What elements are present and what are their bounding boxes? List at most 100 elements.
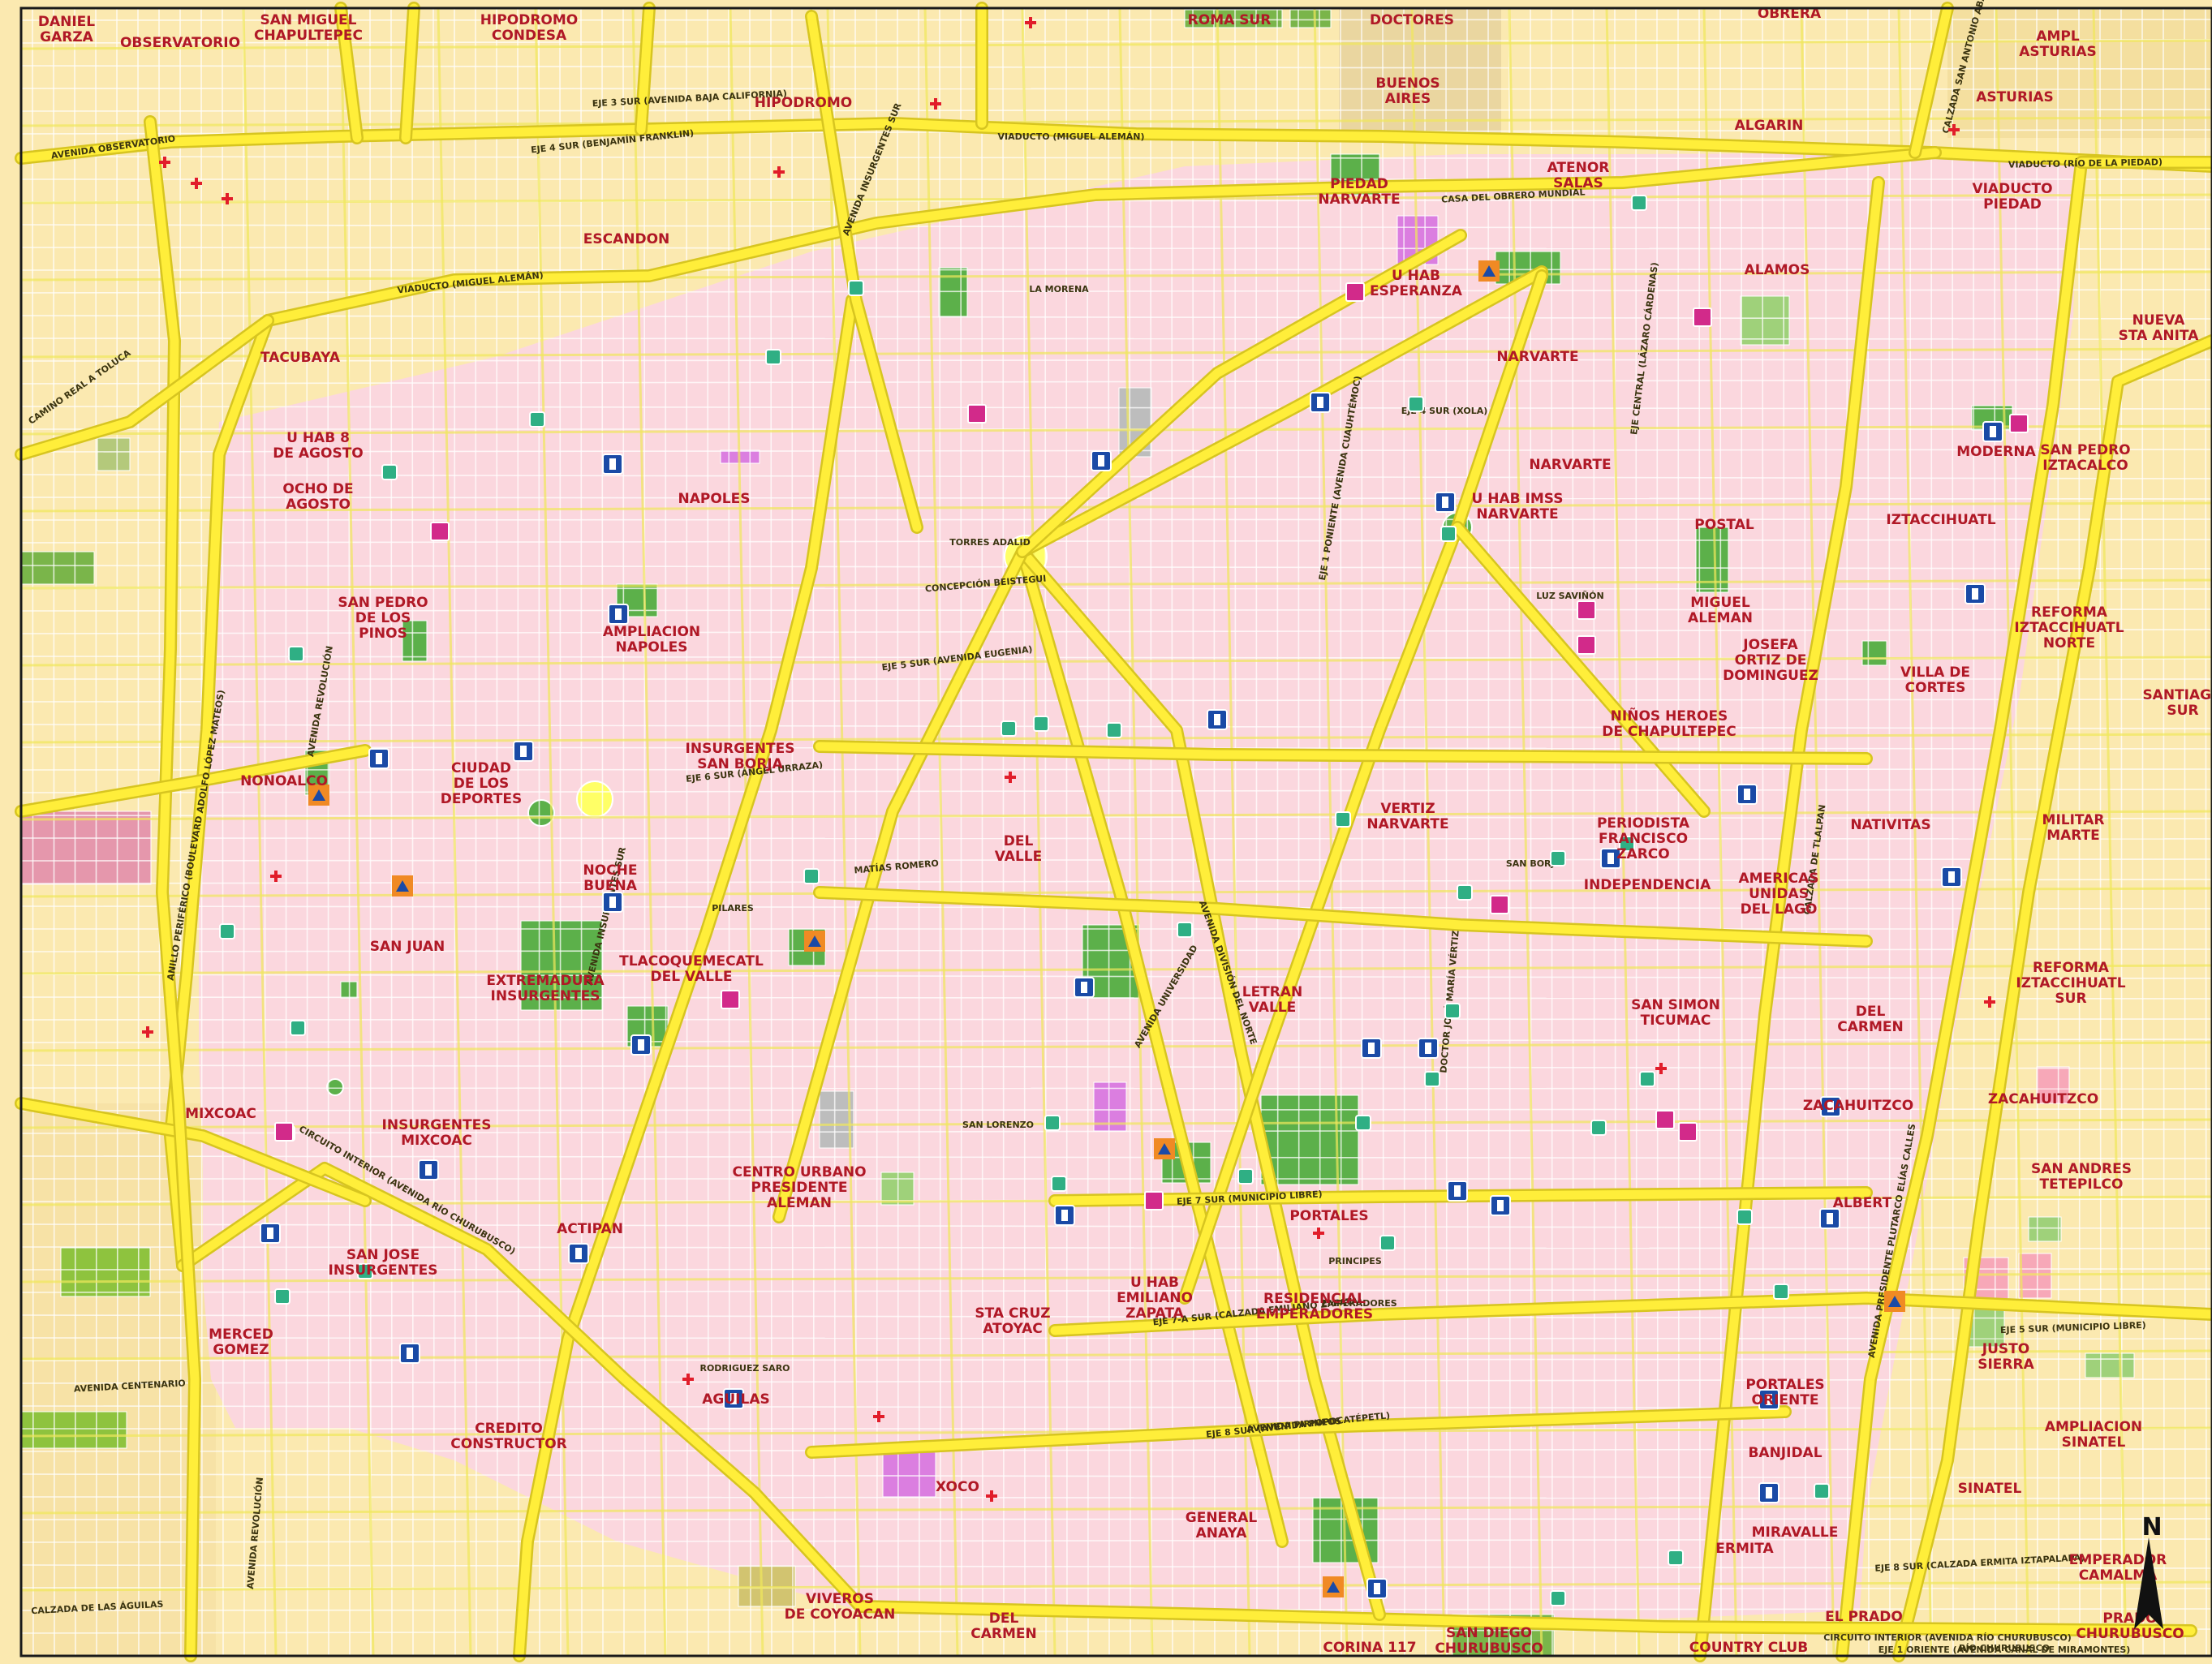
local-street [897,7,899,1657]
street-label: VIADUCTO (MIGUEL ALEMÁN) [997,131,1144,142]
local-street [1087,7,1089,1657]
street-label: CIRCUITO INTERIOR (AVENIDA RÍO CHURUBUSC… [1823,1632,2072,1643]
local-street [327,7,329,1657]
colonia-label: NARVARTE [1529,457,1611,473]
metro-station-icon [1631,195,1647,211]
parking-icon-glyph [609,896,616,908]
colonia-label: ALAMOS [1745,262,1810,278]
colonia-label: IZTACCIHUATL [1886,512,1995,528]
colonia-label-line: IZTACCIHUATL [1886,512,1995,528]
colonia-label-line: EL PRADO [1825,1609,1903,1625]
local-street [20,1129,2212,1134]
colonia-label-line: SAN DIEGO [1446,1625,1532,1641]
colonia-label-line: ANAYA [1196,1525,1248,1541]
colonia-label-line: DE LOS [454,776,510,792]
park-area [819,1090,854,1149]
hospital-icon [1029,17,1032,28]
colonia-label: ACTIPAN [557,1221,623,1237]
local-street [1234,7,1237,1657]
colonia-label-line: SAN ANDRES [2031,1161,2132,1177]
colonia-label-line: AGOSTO [286,497,351,513]
local-street [20,996,2212,1000]
metro-station-icon [219,923,235,939]
secondary-street [20,270,2212,282]
parking-icon-glyph [609,458,616,470]
secondary-street [20,964,2212,975]
local-street [876,7,878,1657]
colonia-label-line: IZTACCIHUATL [2014,620,2124,636]
secondary-street [923,7,959,1657]
colonia-label: MIXCOAC [185,1106,256,1122]
colonia-label-line: CHAPULTEPEC [254,28,363,44]
colonia-label-line: MODERNA [1956,444,2036,460]
colonia-label-line: VERTIZ [1380,801,1435,817]
local-street [1677,7,1680,1657]
local-street [517,7,519,1657]
local-street [20,1268,2212,1271]
local-street [20,1223,2212,1229]
secondary-street [20,1118,2212,1129]
parking-icon-glyph [1948,871,1955,883]
local-street [20,1246,2212,1249]
secondary-street [1410,7,1446,1657]
park-area [2028,1216,2062,1242]
local-street [580,7,583,1657]
major-road [145,117,200,1661]
colonia-label: SANTIAGOSUR [2142,687,2212,719]
landmark-icon-glyph [396,880,409,892]
colonia-label-line: DEL LAGO [1741,901,1818,918]
major-road [16,118,2212,171]
colonia-label-line: OBRERA [1758,6,1822,22]
major-road [1837,157,2086,1661]
colonia-label-line: SIERRA [1977,1357,2034,1373]
secondary-street [1313,7,1349,1657]
local-street [20,974,2212,979]
colonia-label-line: ATENOR [1547,160,1610,176]
asturias-zone [1947,8,2212,138]
colonia-label-line: DE LOS [355,610,411,626]
colonia-label-line: VALLE [1249,1000,1296,1016]
local-street [348,7,351,1657]
colonia-label-line: VILLA DE [1900,664,1970,681]
local-street [20,608,2212,612]
major-road [336,3,362,143]
colonia-label-line: EMPERADORES [1256,1306,1373,1322]
local-street [833,7,836,1657]
colonia-label: NATIVITAS [1850,817,1930,833]
local-street [20,359,2212,362]
park-area [20,551,95,585]
park-area [1740,295,1790,346]
metro-station-icon [1001,720,1017,737]
colonia-label-line: NARVARTE [1476,506,1558,522]
metro-station-icon [1550,1590,1566,1606]
local-street [20,406,2212,410]
hospital-icon [1988,996,1991,1008]
local-street [20,1038,2212,1043]
colonia-label-line: RESIDENCIAL [1263,1291,1366,1307]
local-street [20,247,2212,250]
building-icon [274,1122,294,1142]
local-street [1973,7,1975,1657]
parking-icon-glyph [425,1164,432,1176]
colonia-label-line: EMPERADOR [2069,1552,2167,1568]
colonia-label-line: BUENOS [1375,75,1440,92]
colonia-label-line: ESPERANZA [1370,283,1463,299]
north-arrow-icon [2134,1537,2163,1629]
secondary-street [2092,7,2128,1657]
colonia-label-line: AMERICAS [1739,871,1819,887]
colonia-label-line: ESCANDON [583,231,670,247]
parking-icon-glyph [1454,1185,1461,1197]
colonia-label-line: DEL [989,1610,1019,1627]
colonia-label-line: SINATEL [1958,1481,2022,1497]
secondary-street [339,7,375,1657]
